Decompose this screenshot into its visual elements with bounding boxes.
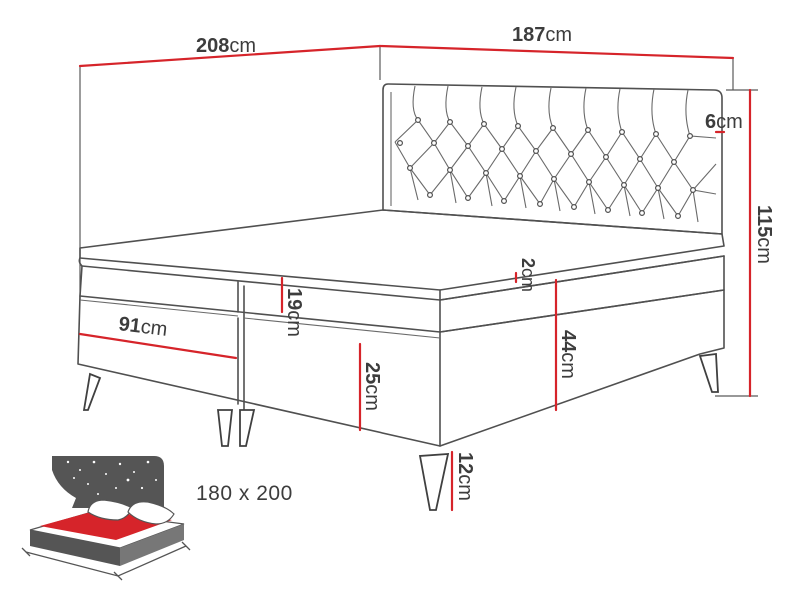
width-label: 187cm [512, 24, 572, 46]
mattress-size-label: 180 x 200 [196, 482, 293, 505]
seat-height-label: 44cm [557, 330, 579, 379]
headboard [382, 83, 723, 235]
dimension-labels: 208cm 187cm 6cm 115cm 2cm 19cm 91cm 44cm… [117, 24, 775, 501]
bed-body [77, 209, 725, 447]
star-icons [66, 460, 157, 495]
width-line [378, 44, 735, 60]
length-line [78, 44, 382, 68]
tufting-pattern [394, 116, 717, 223]
headboard-thickness-label: 6cm [705, 111, 743, 133]
dimension-lines [78, 44, 752, 512]
pillows-icon [87, 499, 175, 525]
length-label: 208cm [196, 35, 256, 57]
leg-height-label: 12cm [454, 452, 476, 501]
base-height-label: 25cm [361, 362, 383, 411]
mattress-height-label: 19cm [283, 288, 305, 337]
extension-lines [79, 46, 758, 397]
leg-front-left [82, 372, 102, 411]
leg-back-right [698, 352, 719, 393]
leg-front-middle-b [239, 409, 256, 447]
leg-front-middle-a [216, 409, 234, 447]
drawer-width-line [78, 332, 238, 360]
bed-legs [82, 352, 719, 511]
mattress-size-icon [21, 456, 191, 581]
total-height-label: 115cm [753, 205, 775, 264]
drawer-width-label: 91cm [117, 313, 168, 341]
leg-front-right [418, 453, 450, 511]
topper-height-label: 2cm [518, 258, 538, 292]
